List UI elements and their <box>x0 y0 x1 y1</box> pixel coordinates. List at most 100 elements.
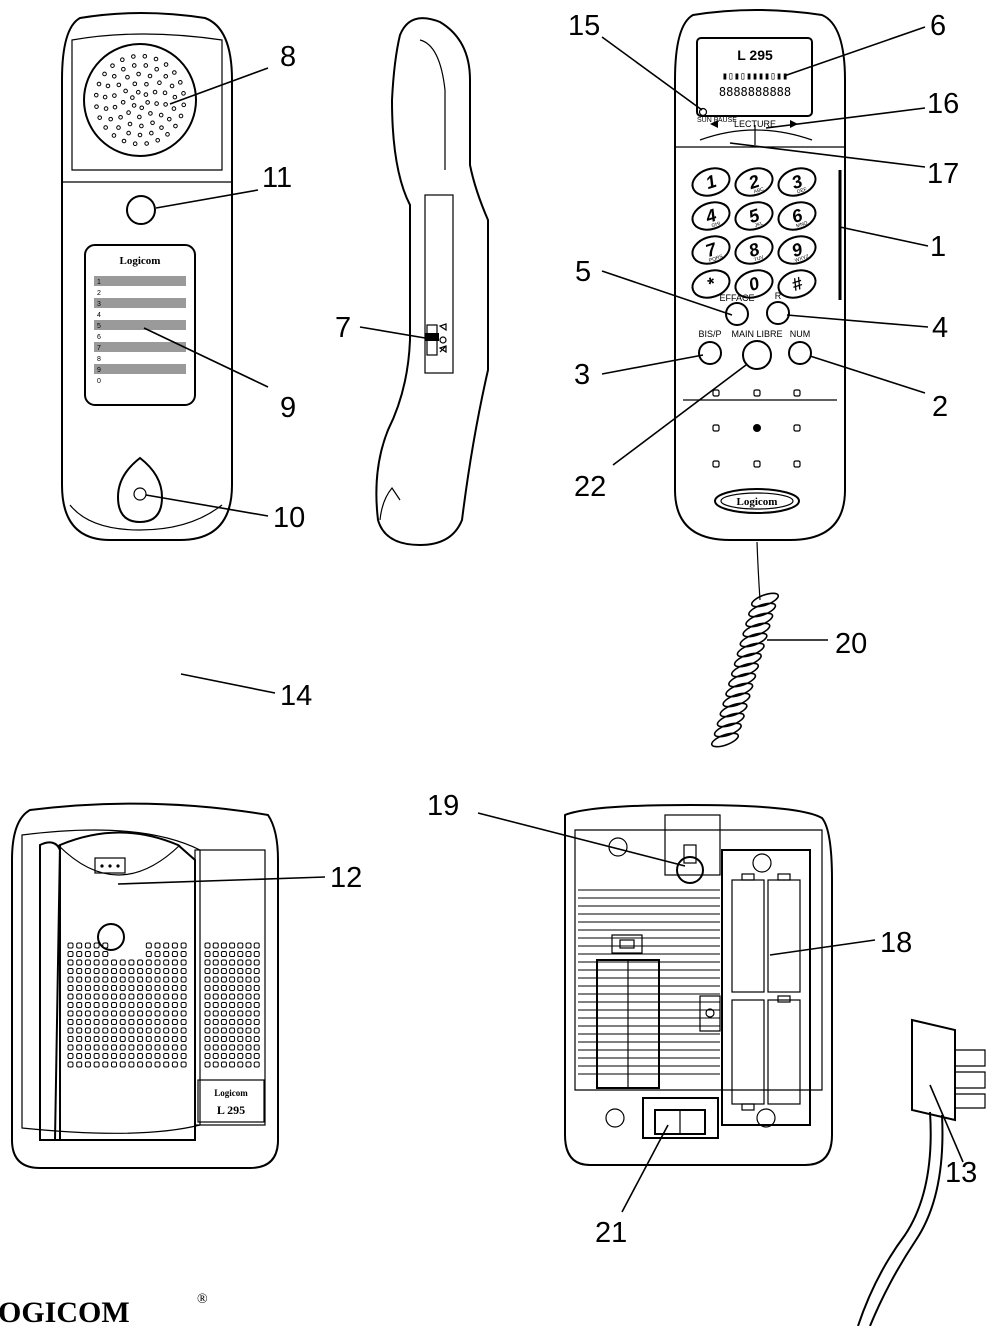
callout-2: 2 <box>932 391 948 423</box>
directory-row-number: 7 <box>97 345 101 352</box>
logicom-footer-logo: OGICOM ® <box>0 1292 208 1326</box>
base-model-plate: Logicom L 295 <box>197 1079 265 1123</box>
key-letters: WXYZ <box>794 254 810 264</box>
svg-text:R: R <box>775 291 782 301</box>
key-0[interactable]: 0 <box>732 266 776 302</box>
microphone-holes <box>712 389 801 468</box>
directory-row-shade <box>94 342 186 352</box>
grille-hole <box>126 130 131 136</box>
grille-hole <box>148 111 153 116</box>
grille-hole <box>131 63 137 68</box>
grille-hole <box>147 73 153 79</box>
grille-hole <box>152 89 158 95</box>
handset-side-view <box>375 17 489 547</box>
grille-hole <box>131 54 136 59</box>
svg-text:BIS/P: BIS/P <box>698 329 721 339</box>
grille-hole <box>118 114 123 120</box>
directory-row-shade <box>94 364 186 374</box>
grille-hole <box>139 105 145 111</box>
directory-row-number: 3 <box>97 301 101 308</box>
grille-hole <box>135 89 141 95</box>
directory-brand: Logicom <box>120 255 161 267</box>
cord-coil <box>748 602 777 618</box>
cord-coil <box>742 622 771 638</box>
cord-coil <box>730 662 760 678</box>
hands-free-button[interactable]: MAIN LIBRE <box>731 329 783 370</box>
key-star[interactable]: * <box>689 266 733 302</box>
grille-hole <box>116 125 121 130</box>
directory-row-shade <box>94 276 186 286</box>
grille-hole <box>143 92 149 97</box>
grille-hole <box>177 80 183 85</box>
grille-hole <box>96 81 102 87</box>
grille-hole <box>111 133 117 138</box>
grille-hole <box>143 63 149 68</box>
handset-keypad-view: L 295 ▮▯▮▯▮▮▮▮▯▮▮ 8888888888 SUN PAUSE L… <box>674 9 846 748</box>
grille-hole <box>166 116 172 122</box>
grille-hole <box>154 66 159 72</box>
grille-hole <box>145 100 150 105</box>
grille-hole <box>108 116 113 122</box>
callout-13: 13 <box>945 1157 977 1189</box>
callout-19: 19 <box>427 790 459 822</box>
grille-hole <box>163 74 169 79</box>
charging-contacts <box>94 857 126 874</box>
efface-button[interactable]: EFFACE <box>719 293 755 326</box>
redial-pause-button[interactable]: BIS/P <box>698 329 722 365</box>
grille-hole <box>112 93 117 98</box>
recall-r-button[interactable]: R <box>766 291 790 325</box>
telephone-line-plug <box>857 1018 986 1326</box>
cord-coil <box>739 632 768 648</box>
callout-numbers: 1 2 3 4 5 6 7 8 9 10 11 12 13 14 15 16 1… <box>262 10 977 1249</box>
key-letters: MNO <box>796 220 809 229</box>
base-speaker-grille-left <box>67 942 187 1068</box>
grille-hole <box>121 138 127 144</box>
svg-text:L 295: L 295 <box>217 1103 245 1117</box>
key-hash[interactable]: # <box>775 266 819 302</box>
grille-hole <box>150 120 155 126</box>
callout-7: 7 <box>335 312 351 344</box>
led-indicator-light <box>126 195 156 225</box>
callout-16: 16 <box>927 88 959 120</box>
cord-coil <box>736 642 765 658</box>
directory-row-number: 9 <box>97 367 101 374</box>
key-1[interactable]: 1 <box>689 164 733 200</box>
cord-coil <box>725 682 754 698</box>
grille-hole <box>120 100 126 105</box>
grille-hole <box>137 132 143 138</box>
grille-hole <box>131 103 137 108</box>
callout-18: 18 <box>880 927 912 959</box>
callout-3: 3 <box>574 359 590 391</box>
key-letters: GHI <box>711 221 721 229</box>
callout-22: 22 <box>574 471 606 503</box>
lecture-rocker-key[interactable]: LECTURE <box>699 119 813 145</box>
callout-21: 21 <box>595 1217 627 1249</box>
grille-hole <box>132 81 138 87</box>
grille-hole <box>163 102 168 107</box>
handset-hanger-hook <box>116 456 164 524</box>
svg-text:EFFACE: EFFACE <box>719 293 754 303</box>
key-letters: ABC <box>753 186 765 195</box>
callout-leader-lines <box>117 26 964 1213</box>
sun-pause-indicator <box>698 107 708 117</box>
num-button[interactable]: NUM <box>788 329 812 365</box>
svg-text:Logicom: Logicom <box>214 1088 248 1098</box>
svg-text:OGICOM: OGICOM <box>0 1296 130 1326</box>
directory-row-number: 1 <box>97 279 101 286</box>
grille-hole <box>127 121 133 127</box>
grille-hole <box>149 130 154 136</box>
callout-9: 9 <box>280 392 296 424</box>
grille-hole <box>181 91 186 96</box>
grille-hole <box>137 114 142 120</box>
grille-hole <box>111 73 117 79</box>
key-letters: DEF <box>796 186 807 195</box>
